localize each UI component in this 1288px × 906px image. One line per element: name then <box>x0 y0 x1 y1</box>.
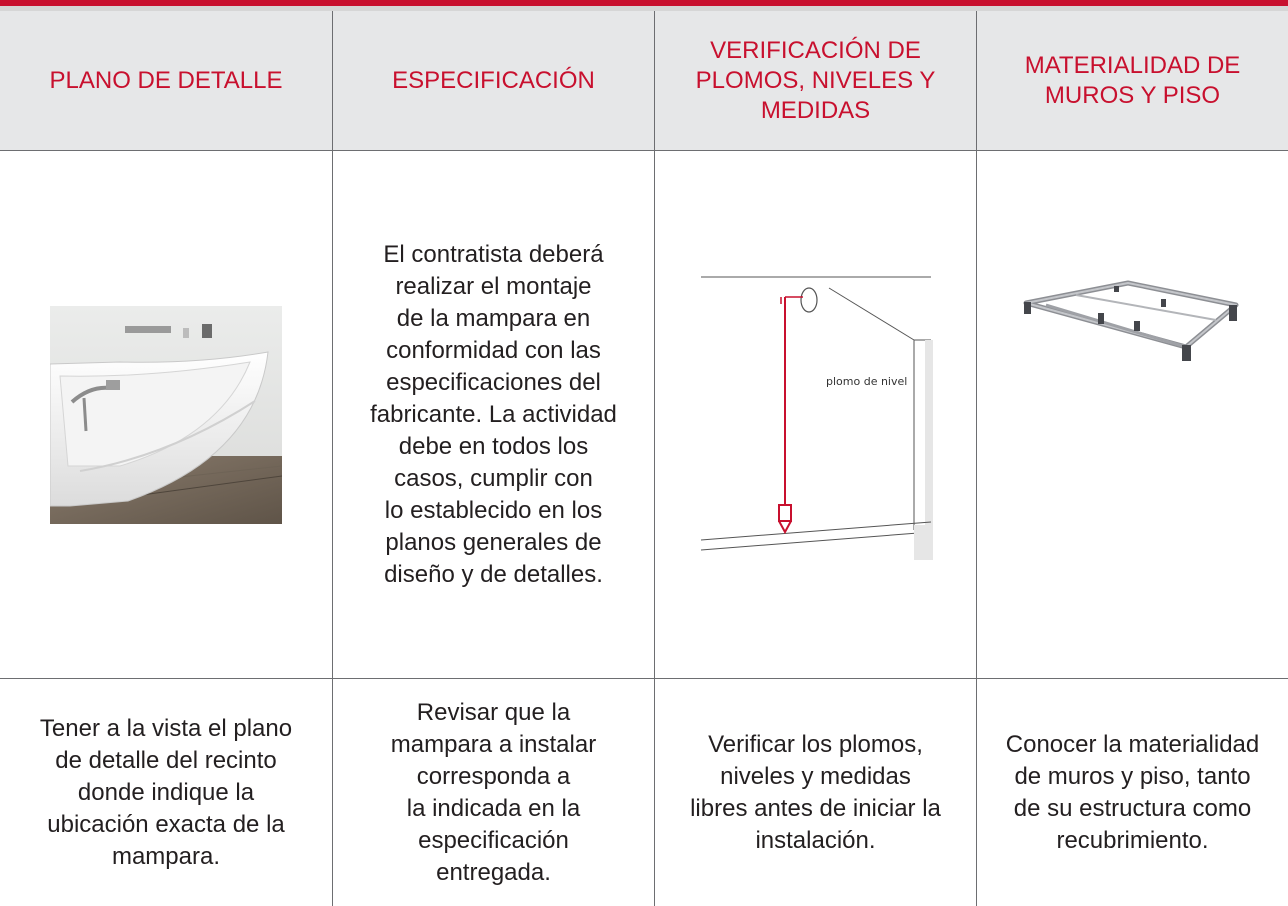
header-row-divider <box>0 150 1288 151</box>
verificacion-instruction-cell: Verificar los plomos, niveles y medidas … <box>655 679 976 906</box>
column-divider-3 <box>976 11 977 906</box>
header-materialidad: MATERIALIDAD DE MUROS Y PISO <box>977 11 1288 150</box>
column-divider-2 <box>654 11 655 906</box>
header-especificacion: ESPECIFICACIÓN <box>333 11 654 150</box>
header-plano-de-detalle: PLANO DE DETALLE <box>0 11 332 150</box>
plano-instruction-text: Tener a la vista el plano de detalle del… <box>39 714 293 870</box>
header-label: PLANO DE DETALLE <box>49 66 283 94</box>
top-gray-rule <box>0 6 1288 11</box>
plumb-diagram-label: plomo de nivel <box>826 375 907 388</box>
tray-frame-image-cell <box>977 151 1288 678</box>
top-red-rule <box>0 0 1288 6</box>
shower-tray-frame-photo-icon <box>1015 264 1250 395</box>
bathtub-image-cell <box>0 151 332 678</box>
verificacion-instruction-text: Verificar los plomos, niveles y medidas … <box>690 730 941 854</box>
header-verificacion: VERIFICACIÓN DE PLOMOS, NIVELES Y MEDIDA… <box>655 11 976 150</box>
header-label: MATERIALIDAD DE MUROS Y PISO <box>1024 51 1241 109</box>
especificacion-instruction-text: Revisar que la mampara a instalar corres… <box>390 698 597 886</box>
plumb-diagram-cell: plomo de nivel <box>655 151 976 678</box>
column-divider-1 <box>332 11 333 906</box>
header-label: ESPECIFICACIÓN <box>392 66 595 94</box>
materialidad-instruction-text: Conocer la materialidad de muros y piso,… <box>1005 730 1260 854</box>
body-row-divider <box>0 678 1288 679</box>
plumb-line-diagram-icon: plomo de nivel <box>698 269 933 560</box>
plano-instruction-cell: Tener a la vista el plano de detalle del… <box>0 679 332 906</box>
corner-bathtub-photo-icon <box>50 305 282 524</box>
materialidad-instruction-cell: Conocer la materialidad de muros y piso,… <box>977 679 1288 906</box>
header-label: VERIFICACIÓN DE PLOMOS, NIVELES Y MEDIDA… <box>695 36 936 124</box>
top-accent-bar <box>0 0 1288 11</box>
specification-text: El contratista deberá realizar el montaj… <box>370 240 617 588</box>
table-header-background <box>0 11 1288 150</box>
especificacion-instruction-cell: Revisar que la mampara a instalar corres… <box>333 679 654 906</box>
specification-cell: El contratista deberá realizar el montaj… <box>333 151 654 678</box>
